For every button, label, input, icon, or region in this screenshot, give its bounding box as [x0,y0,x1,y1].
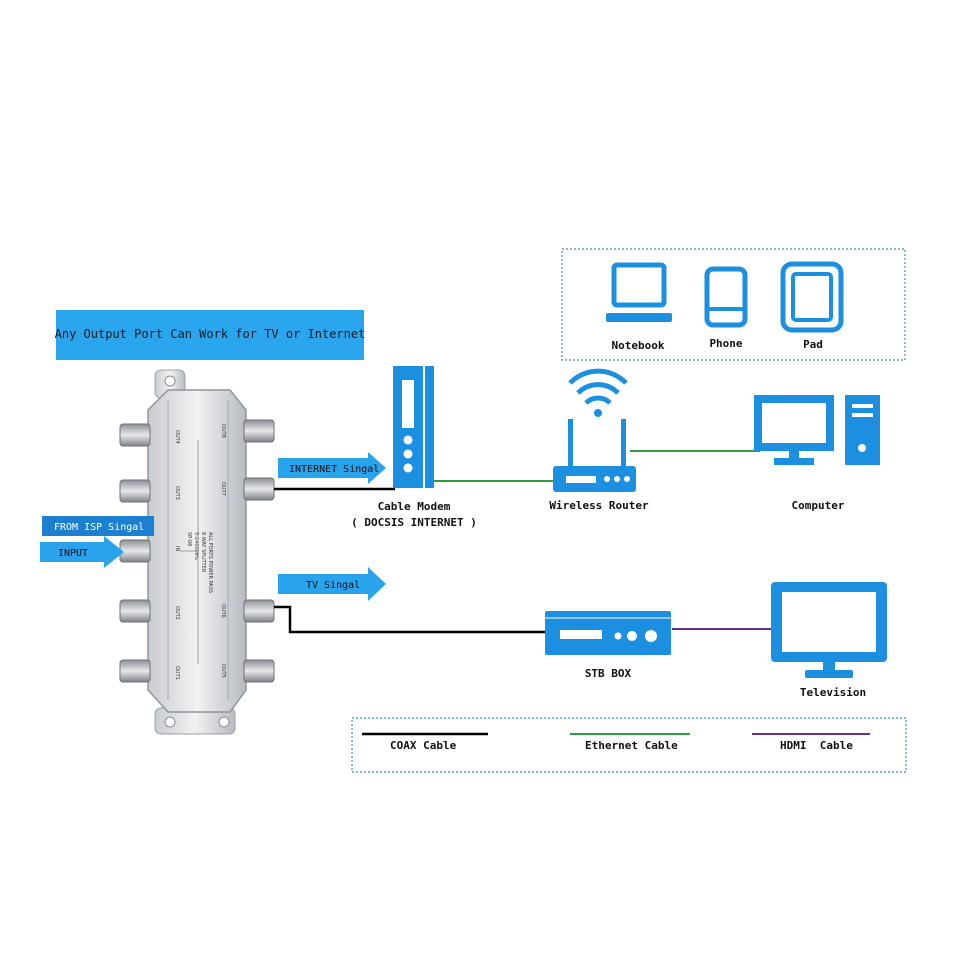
set-top-box-icon [545,611,671,655]
tv-arrow-text: TV Singal [306,580,360,591]
splitter-mount-bottom [154,707,236,735]
television-device: Television [771,582,887,699]
legend-box [351,717,907,773]
cable-legend: COAX Cable Ethernet Cable HDMI Cable [351,717,907,773]
phone-device: Phone [704,266,748,350]
port-out7 [243,477,275,501]
legend-coax-label: COAX Cable [390,739,457,752]
splitter-freq: 5-2400MHz [193,532,199,561]
input-arrow-text: INPUT [58,548,88,559]
port-out8 [243,419,275,443]
port-label-out7: OUT7 [220,482,226,496]
port-out1 [119,659,151,683]
tablet-icon [780,261,844,333]
banner-box [56,310,364,360]
cable-modem-label: Cable Modem [378,500,451,513]
cable-modem-sublabel: ( DOCSIS INTERNET ) [351,516,477,529]
port-out4 [119,423,151,447]
splitter-type: 8 WAY SPLITTER [200,532,206,573]
laptop-icon [606,262,672,322]
television-icon [771,582,887,678]
legend-ethernet-label: Ethernet Cable [585,739,678,752]
port-label-out8: OUT8 [220,424,226,438]
wireless-router-label: Wireless Router [549,499,649,512]
splitter-pass: ALL PORTS POWER PASS [207,532,213,593]
internet-signal-arrow: INTERNET Singal [278,452,386,484]
port-out5 [243,659,275,683]
cable-modem-icon [393,366,434,488]
wireless-router-icon [553,368,636,492]
stb-box-label: STB BOX [585,667,632,680]
from-isp-text: FROM ISP Singal [54,522,144,533]
port-out6 [243,599,275,623]
eight-way-splitter: OUT4 OUT3 IN OUT2 OUT1 OUT8 OUT7 OUT6 OU… [119,369,275,735]
internet-arrow-text: INTERNET Singal [289,464,379,475]
wireless-router-device: Wireless Router [549,368,649,512]
port-label-out6: OUT6 [220,604,226,618]
port-label-out4: OUT4 [174,430,180,444]
splitter-model: SP-08 [186,532,192,546]
tv-signal-arrow: TV Singal [278,567,386,601]
input-arrow: INPUT [40,536,124,568]
from-isp-signal: FROM ISP Singal [42,516,154,536]
notebook-device: Notebook [606,262,672,352]
from-isp-box [42,516,154,536]
notebook-label: Notebook [612,339,665,352]
stb-box-device: STB BOX [545,611,671,680]
computer-device: Computer [754,395,880,512]
pad-label: Pad [803,338,823,351]
banner-text: Any Output Port Can Work for TV or Inter… [55,327,366,341]
input-arrow-shape [40,536,124,568]
pad-device: Pad [780,261,844,351]
phone-icon [704,266,748,328]
internet-arrow-shape [278,452,386,484]
port-out3 [119,479,151,503]
television-label: Television [800,686,866,699]
port-label-out1: OUT1 [174,666,180,680]
phone-label: Phone [709,337,742,350]
mobile-devices-group [561,248,906,361]
banner: Any Output Port Can Work for TV or Inter… [55,310,366,360]
port-label-out5: OUT5 [220,664,226,678]
port-label-in: IN [174,546,180,551]
computer-label: Computer [792,499,845,512]
cable-modem-device: Cable Modem ( DOCSIS INTERNET ) [351,366,477,529]
port-label-out2: OUT2 [174,606,180,620]
port-out2 [119,599,151,623]
port-label-out3: OUT3 [174,486,180,500]
port-in [119,539,151,563]
desktop-computer-icon [754,395,880,465]
tv-arrow-shape [278,567,386,601]
legend-hdmi-label: HDMI Cable [780,739,853,752]
coax-cable-stb [274,605,550,634]
